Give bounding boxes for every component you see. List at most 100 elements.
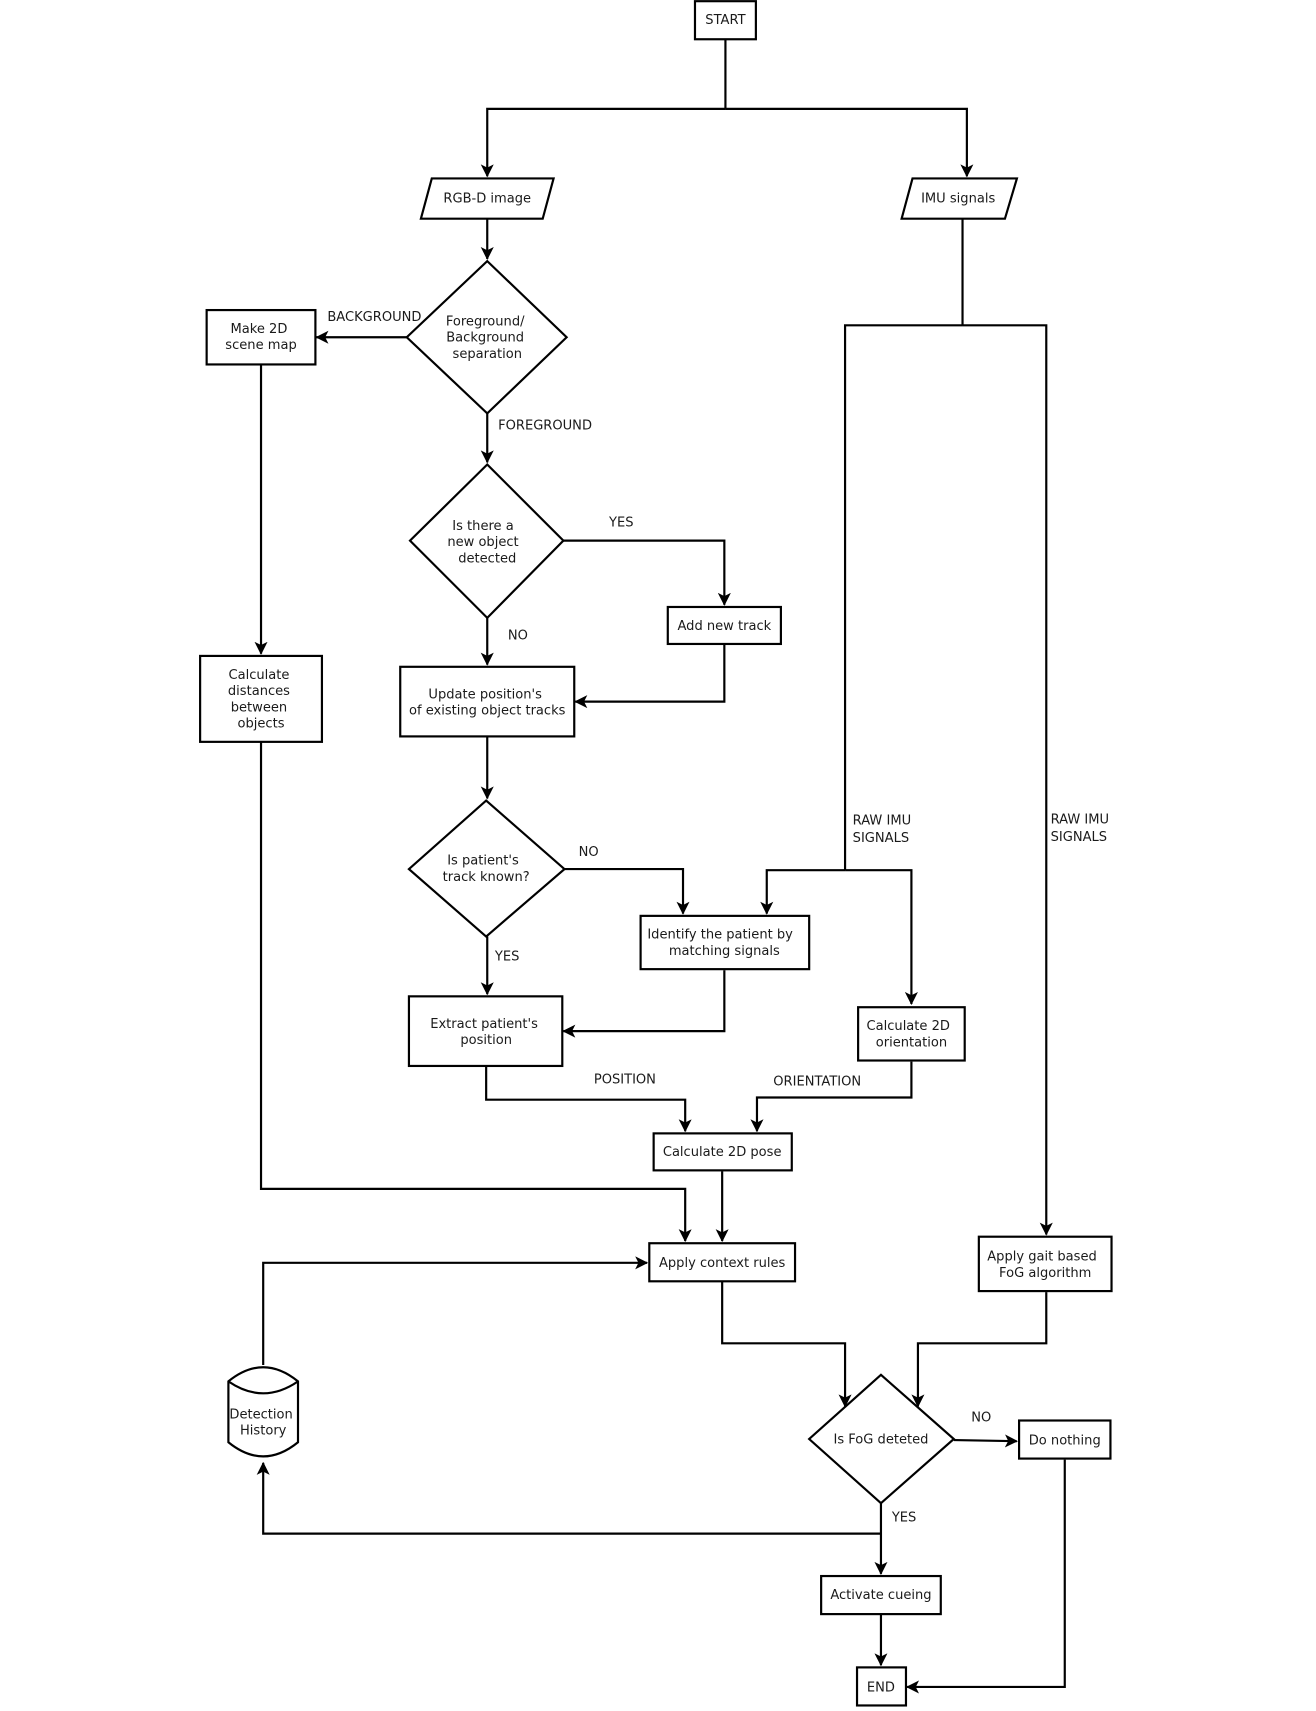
track-known-line-1: Is patient's — [447, 854, 519, 869]
gait-fog-node: Apply gait based FoG algorithm — [977, 1235, 1113, 1293]
svg-text:Apply context rules: Apply context rules — [659, 1256, 786, 1271]
fg-bg-line-3: separation — [453, 347, 522, 362]
label-raw-imu-1: RAW IMU SIGNALS — [853, 814, 916, 846]
scene-map-line-1: Make 2D — [231, 322, 288, 337]
label-background: BACKGROUND — [327, 310, 421, 325]
edge-imu-left-branch — [843, 324, 963, 871]
svg-text:Is FoG deteted: Is FoG deteted — [833, 1432, 928, 1447]
svg-text:Add new track: Add new track — [677, 619, 771, 634]
update-tracks-line-1: Update position's — [428, 687, 542, 702]
edge-raw-imu-to-orientation — [845, 869, 918, 1006]
edge-labels: BACKGROUND FOREGROUND YES NO NO YES RAW … — [327, 310, 1114, 1526]
svg-text:Activate cueing: Activate cueing — [830, 1588, 931, 1603]
detection-history-line-1: Detection — [229, 1407, 292, 1422]
extract-position-line-2: position — [460, 1033, 512, 1048]
context-rules-label: Apply context rules — [659, 1256, 786, 1271]
label-fog-no: NO — [971, 1411, 991, 1426]
label-fog-yes: YES — [891, 1511, 917, 1526]
edge-position — [485, 1067, 692, 1133]
calc-distances-line-1: Calculate — [228, 668, 289, 683]
end-node: END — [855, 1666, 908, 1707]
edge-distances-to-context — [259, 741, 692, 1243]
calc-orientation-node: Calculate 2D orientation — [857, 1006, 966, 1062]
fog-detected-label: Is FoG deteted — [833, 1432, 928, 1447]
track-known-decision: Is patient's track known? — [407, 799, 567, 938]
svg-text:Make 2D scene map: Make 2D scene map — [225, 322, 296, 353]
identify-patient-line-2: matching signals — [669, 944, 780, 959]
gait-fog-line-2: FoG algorithm — [999, 1266, 1091, 1281]
edges — [254, 39, 1066, 1694]
new-object-line-3: detected — [458, 551, 516, 566]
extract-position-line-1: Extract patient's — [430, 1017, 538, 1032]
svg-text:Update position's of exi: Update position's of existing object tra… — [409, 687, 566, 718]
end-label: END — [867, 1680, 895, 1695]
edge-track-known-no — [563, 868, 690, 915]
calc-pose-node: Calculate 2D pose — [652, 1132, 793, 1172]
context-rules-node: Apply context rules — [648, 1242, 797, 1283]
start-node: START — [693, 0, 757, 41]
calc-orientation-line-1: Calculate 2D — [867, 1019, 950, 1034]
label-new-object-yes: YES — [608, 516, 634, 531]
svg-text:START: START — [705, 13, 745, 28]
label-raw-imu-2: RAW IMU SIGNALS — [1051, 812, 1114, 844]
edge-gait-to-fog — [911, 1292, 1048, 1408]
rgbd-label: RGB-D image — [443, 191, 531, 206]
edge-history-to-context — [262, 1256, 649, 1366]
svg-text:Calculate distances: Calculate distances between objects — [228, 668, 294, 732]
svg-text:Is there a new object: Is there a new object detected — [447, 519, 522, 567]
extract-position-node: Extract patient's position — [407, 995, 564, 1068]
svg-text:Foreground/ Background: Foreground/ Background separation — [446, 314, 529, 362]
edge-orientation — [750, 1061, 913, 1133]
svg-text:Do nothing: Do nothing — [1029, 1433, 1101, 1448]
edge-raw-imu-to-identify — [760, 869, 846, 915]
activate-cueing-label: Activate cueing — [830, 1588, 931, 1603]
identify-patient-line-1: Identify the patient by — [647, 928, 793, 943]
svg-text:Calculate 2D pose: Calculate 2D pose — [663, 1145, 782, 1160]
new-object-line-1: Is there a — [452, 519, 513, 534]
rgbd-input-node: RGB-D image — [419, 177, 556, 220]
svg-text:RGB-D image: RGB-D image — [443, 191, 531, 206]
calc-orientation-line-2: orientation — [876, 1035, 947, 1050]
detection-history-storage: Detection History — [227, 1366, 300, 1458]
fog-detected-decision: Is FoG deteted — [807, 1373, 956, 1505]
do-nothing-node: Do nothing — [1017, 1419, 1112, 1460]
fg-bg-decision: Foreground/ Background separation — [405, 259, 569, 415]
calc-pose-label: Calculate 2D pose — [663, 1145, 782, 1160]
edge-do-nothing-to-end — [905, 1459, 1066, 1694]
start-label: START — [705, 13, 745, 28]
add-track-node: Add new track — [666, 605, 782, 646]
do-nothing-label: Do nothing — [1029, 1433, 1101, 1448]
label-track-known-yes: YES — [494, 949, 519, 964]
update-tracks-node: Update position's of existing object tra… — [399, 665, 576, 738]
fg-bg-line-2: Background — [446, 331, 524, 346]
imu-label: IMU signals — [921, 191, 995, 206]
edge-fog-to-history — [256, 1461, 881, 1535]
svg-text:Apply gait based FoG alg: Apply gait based FoG algorithm — [987, 1250, 1101, 1281]
label-track-known-no: NO — [579, 845, 599, 860]
svg-text:IMU signals: IMU signals — [921, 191, 995, 206]
detection-history-line-2: History — [240, 1424, 287, 1439]
svg-text:Is patient's track known: Is patient's track known? — [443, 854, 530, 885]
update-tracks-line-2: of existing object tracks — [409, 704, 566, 719]
edge-context-to-fog — [721, 1281, 852, 1408]
calc-distances-line-2: distances — [228, 684, 290, 699]
edge-imu-right-branch — [962, 324, 1053, 1236]
activate-cueing-node: Activate cueing — [820, 1574, 942, 1616]
calc-distances-line-3: between — [231, 700, 287, 715]
new-object-decision: Is there a new object detected — [408, 462, 565, 620]
edge-new-object-yes — [563, 539, 731, 606]
imu-input-node: IMU signals — [900, 177, 1019, 220]
label-orientation: ORIENTATION — [773, 1075, 861, 1090]
svg-text:Detection History: Detection History — [229, 1407, 297, 1438]
edge-identify-to-extract — [562, 970, 726, 1038]
svg-text:END: END — [867, 1680, 895, 1695]
identify-patient-node: Identify the patient by matching signals — [639, 914, 811, 971]
label-foreground: FOREGROUND — [498, 419, 592, 434]
svg-text:Extract patient's positi: Extract patient's position — [430, 1017, 542, 1048]
calc-distances-line-4: objects — [238, 717, 285, 732]
gait-fog-line-1: Apply gait based — [987, 1250, 1097, 1265]
new-object-line-2: new object — [447, 535, 518, 550]
track-known-line-2: track known? — [443, 870, 530, 885]
fg-bg-line-1: Foreground/ — [446, 314, 525, 329]
